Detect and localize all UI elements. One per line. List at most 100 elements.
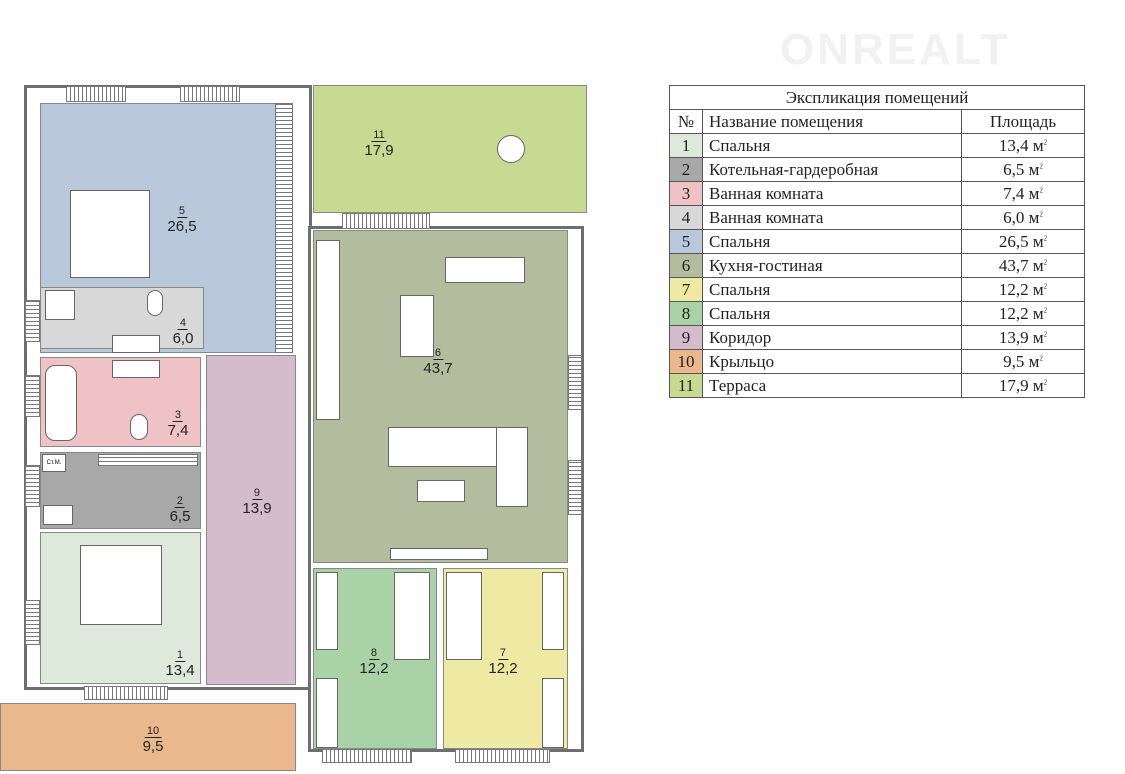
wardrobe <box>275 103 293 353</box>
bathtub <box>45 365 77 441</box>
window <box>25 300 40 342</box>
toilet <box>130 414 148 440</box>
desk <box>542 678 564 748</box>
table-title: Экспликация помещений <box>669 85 1085 110</box>
double-bed <box>70 190 150 278</box>
window <box>568 460 582 515</box>
room-area: 13,9 м2 <box>961 325 1085 350</box>
dining-table <box>445 257 525 283</box>
room-name: Ванная комната <box>702 205 962 230</box>
explication-table: Экспликация помещений № Название помещен… <box>669 85 1085 398</box>
wardrobe <box>316 572 338 650</box>
room-name: Ванная комната <box>702 181 962 206</box>
single-bed <box>394 572 430 660</box>
room-name: Котельная-гардеробная <box>702 157 962 182</box>
desk <box>316 678 338 748</box>
room-name: Спальня <box>702 229 962 254</box>
room-area: 6,5 м2 <box>961 157 1085 182</box>
area-unit: м <box>1028 159 1040 179</box>
room-name: Кухня-гостиная <box>702 253 962 278</box>
room-number: 1 <box>669 133 703 158</box>
area-unit: м <box>1032 303 1044 323</box>
window <box>84 686 168 700</box>
room-name: Крыльцо <box>702 349 962 374</box>
area-unit: м <box>1028 351 1040 371</box>
room-number: 4 <box>669 205 703 230</box>
room-number: 8 <box>669 301 703 326</box>
table-row: 6 Кухня-гостиная 43,7 м2 <box>669 253 1085 278</box>
window <box>25 465 40 507</box>
area-value: 43,7 <box>998 255 1029 275</box>
area-value: 9,5 <box>1003 351 1025 371</box>
table-row: 1 Спальня 13,4 м2 <box>669 133 1085 158</box>
kitchen-island <box>400 295 434 357</box>
room-number: 10 <box>669 349 703 374</box>
window <box>455 749 550 763</box>
room-6-kitchen-living <box>313 230 568 563</box>
area-value: 6,0 <box>1003 207 1025 227</box>
window <box>66 86 126 102</box>
room-area: 17,9 м2 <box>961 373 1085 398</box>
room-area: 13,4 м2 <box>961 133 1085 158</box>
room-9-corridor <box>206 355 296 685</box>
tv-stand <box>390 548 488 560</box>
toilet <box>147 290 163 316</box>
area-value: 26,5 <box>998 231 1029 251</box>
kitchen-counter <box>316 240 340 420</box>
window <box>342 213 430 229</box>
washing-machine: Ст.М. <box>42 454 66 472</box>
table-row: 4 Ванная комната 6,0 м2 <box>669 205 1085 230</box>
area-value: 17,9 <box>998 375 1029 395</box>
table-row: 5 Спальня 26,5 м2 <box>669 229 1085 254</box>
area-unit: м <box>1032 135 1044 155</box>
area-unit: м <box>1032 327 1044 347</box>
area-value: 6,5 <box>1003 159 1025 179</box>
double-bed <box>80 545 162 625</box>
room-number: 2 <box>669 157 703 182</box>
sink <box>112 360 160 378</box>
area-unit: м <box>1032 255 1044 275</box>
room-name: Спальня <box>702 301 962 326</box>
room-name: Спальня <box>702 277 962 302</box>
coffee-table <box>417 480 465 502</box>
window <box>25 600 40 645</box>
area-value: 12,2 <box>998 279 1029 299</box>
area-unit: м <box>1028 207 1040 227</box>
area-unit: м <box>1032 279 1044 299</box>
table-row: 3 Ванная комната 7,4 м2 <box>669 181 1085 206</box>
area-value: 13,4 <box>998 135 1029 155</box>
room-area: 12,2 м2 <box>961 301 1085 326</box>
single-bed <box>446 572 482 660</box>
room-number: 9 <box>669 325 703 350</box>
room-11-terrace <box>313 85 587 213</box>
room-number: 11 <box>669 373 703 398</box>
room-number: 5 <box>669 229 703 254</box>
header-num: № <box>669 109 703 134</box>
room-area: 12,2 м2 <box>961 277 1085 302</box>
boiler <box>43 505 73 525</box>
watermark: ONREALT <box>780 25 1011 74</box>
room-area: 26,5 м2 <box>961 229 1085 254</box>
window <box>25 375 40 417</box>
room-number: 7 <box>669 277 703 302</box>
sink <box>112 335 160 353</box>
room-area: 9,5 м2 <box>961 349 1085 374</box>
header-name: Название помещения <box>702 109 962 134</box>
round-table <box>497 135 525 163</box>
room-area: 7,4 м2 <box>961 181 1085 206</box>
area-value: 13,9 <box>998 327 1029 347</box>
area-value: 12,2 <box>998 303 1029 323</box>
wardrobe <box>542 572 564 650</box>
room-number: 3 <box>669 181 703 206</box>
table-row: 10 Крыльцо 9,5 м2 <box>669 349 1085 374</box>
window <box>568 355 582 410</box>
area-value: 7,4 <box>1003 183 1025 203</box>
